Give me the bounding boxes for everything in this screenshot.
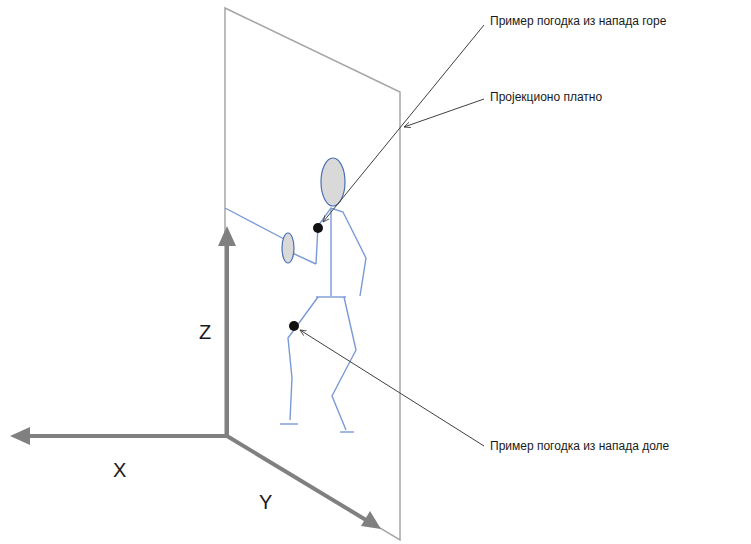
x-arrowhead [10,427,30,445]
callout-label: Пројекционо платно [490,90,602,104]
leader-line [323,25,484,222]
z-axis [225,242,229,436]
axis-label: Y [259,490,272,514]
hit-dot [313,223,323,233]
x-axis [26,434,227,438]
axis-label: Z [199,320,211,344]
axis-label: X [113,458,126,482]
callout-label: Пример погодка из напада доле [490,439,669,453]
sword-guard [282,233,294,263]
axes [10,226,381,529]
hit-dot [289,321,299,331]
callout-label: Пример погодка из напада горе [490,14,666,28]
z-arrowhead [218,226,236,246]
leader-line [300,330,484,446]
leader-line [404,99,484,127]
y-axis [227,436,366,520]
projection-screen [225,8,400,540]
y-arrowhead [361,511,381,529]
fencer-figure [225,208,366,432]
